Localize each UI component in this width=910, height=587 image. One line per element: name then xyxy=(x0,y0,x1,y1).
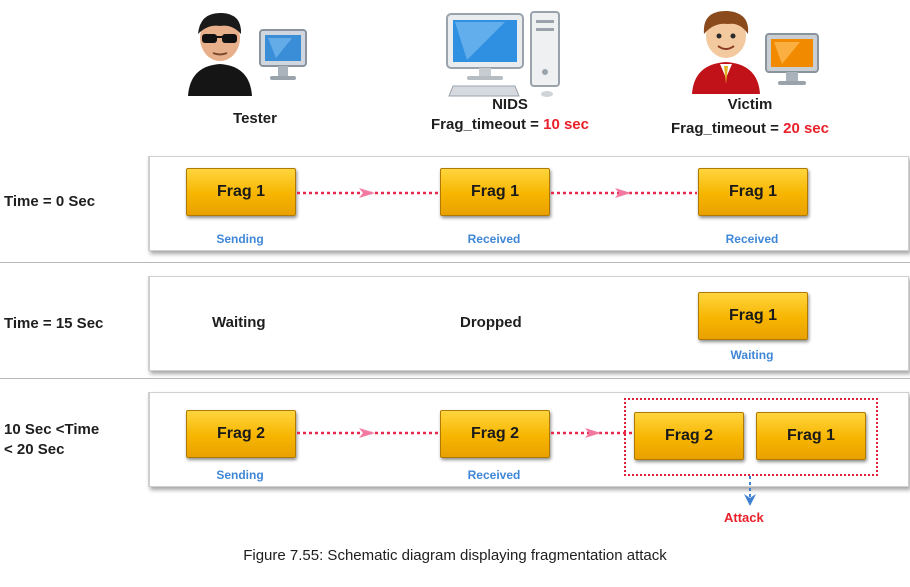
row1-arrow-tester-to-nids xyxy=(297,188,439,198)
row3-time-line1: 10 Sec <Time xyxy=(4,421,100,438)
nids-label: NIDS xyxy=(492,96,528,113)
row1-victim-frag: Frag 1 xyxy=(698,168,808,216)
victim-user-icon xyxy=(692,10,819,94)
row1-time-label: Time = 0 Sec xyxy=(4,193,96,210)
tester-label: Tester xyxy=(233,110,277,127)
row2-nids-state: Dropped xyxy=(460,314,522,331)
nids-timeout-value: 10 sec xyxy=(543,116,589,133)
row3-victim-frag2: Frag 2 xyxy=(634,412,744,460)
row3-tester-status: Sending xyxy=(216,468,264,482)
victim-timeout-prefix: Frag_timeout = xyxy=(671,120,784,137)
attack-label: Attack xyxy=(724,510,764,525)
nids-timeout: Frag_timeout = 10 sec xyxy=(390,116,630,133)
row2-victim-status: Waiting xyxy=(730,348,774,362)
row-separator-2 xyxy=(0,378,910,379)
figure-caption: Figure 7.55: Schematic diagram displayin… xyxy=(243,547,667,564)
row3-nids-status: Received xyxy=(467,468,521,482)
row3-time-label: 10 Sec <Time < 20 Sec xyxy=(4,420,99,460)
row1-nids-status: Received xyxy=(467,232,521,246)
row3-arrow-nids-to-victim xyxy=(551,428,633,438)
row1-tester-status: Sending xyxy=(216,232,264,246)
victim-timeout-value: 20 sec xyxy=(783,120,829,137)
row1-tester-frag: Frag 1 xyxy=(186,168,296,216)
hacker-icon xyxy=(188,12,307,96)
row3-arrow-tester-to-nids xyxy=(297,428,439,438)
row1-arrow-nids-to-victim xyxy=(551,188,697,198)
nids-timeout-prefix: Frag_timeout = xyxy=(431,116,544,133)
row2-tester-state: Waiting xyxy=(212,314,266,331)
row1-nids-frag: Frag 1 xyxy=(440,168,550,216)
row1-victim-status: Received xyxy=(725,232,779,246)
row3-nids-frag: Frag 2 xyxy=(440,410,550,458)
row3-victim-frag1: Frag 1 xyxy=(756,412,866,460)
victim-label: Victim xyxy=(727,96,773,113)
row3-tester-frag: Frag 2 xyxy=(186,410,296,458)
row2-victim-frag: Frag 1 xyxy=(698,292,808,340)
row2-time-label: Time = 15 Sec xyxy=(4,315,104,332)
computer-icon xyxy=(446,11,560,97)
row-separator-1 xyxy=(0,262,910,263)
reassembly-box xyxy=(624,398,878,476)
attack-arrow-icon xyxy=(744,476,756,506)
victim-timeout: Frag_timeout = 20 sec xyxy=(630,120,870,137)
row3-time-line2: < 20 Sec xyxy=(4,441,65,458)
